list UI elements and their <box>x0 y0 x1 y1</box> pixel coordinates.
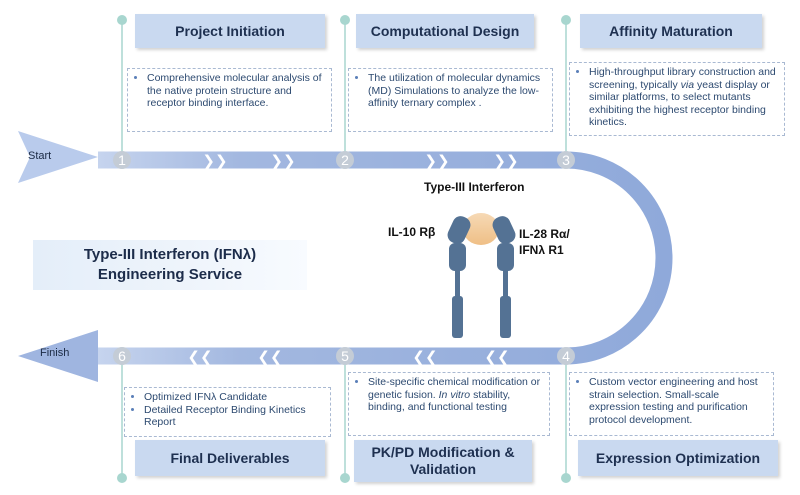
service-title-box: Type-III Interferon (IFNλ) Engineering S… <box>33 240 307 290</box>
left-receptor-label: IL-10 Rβ <box>388 225 436 239</box>
stage-1-title: Project Initiation <box>135 14 325 48</box>
stage-number: 4 <box>562 348 570 364</box>
flow-arrow: ❯❯ <box>424 152 449 170</box>
stage-3-item: High-throughput library construction and… <box>589 66 779 129</box>
finish-label: Finish <box>40 347 70 359</box>
stage-number: 2 <box>341 152 349 168</box>
stage-6-item: Optimized IFNλ Candidate <box>144 391 325 404</box>
stage-1-description: Comprehensive molecular analysis of the … <box>127 68 332 132</box>
stage-5-item: Site-specific chemical modification or g… <box>368 376 544 414</box>
start-label: Start <box>28 150 52 162</box>
receptor-complex <box>447 213 516 338</box>
stage-6-title: Final Deliverables <box>135 440 325 476</box>
stage-node <box>336 151 354 169</box>
stage-number: 5 <box>341 348 349 364</box>
stage-number: 1 <box>118 152 126 168</box>
stage-5-description: Site-specific chemical modification or g… <box>348 372 550 436</box>
stage-number: 3 <box>562 152 570 168</box>
stage-node <box>113 151 131 169</box>
flow-arrow: ❮❮ <box>257 348 282 366</box>
stage-4-title: Expression Optimization <box>578 440 778 476</box>
stage-4-description: Custom vector engineering and host strai… <box>569 372 774 436</box>
flow-arrow: ❯❯ <box>493 152 518 170</box>
stage-node <box>336 347 354 365</box>
service-title-line1: Type-III Interferon (IFNλ) <box>83 246 257 263</box>
stage-5-title: PK/PD Modification & Validation <box>354 440 532 482</box>
finish-arrow <box>18 330 98 382</box>
u-band <box>98 151 673 365</box>
ligand-shape <box>463 213 499 245</box>
flow-arrow: ❮❮ <box>187 348 212 366</box>
flow-arrow: ❯❯ <box>270 152 295 170</box>
flow-arrow: ❮❮ <box>412 348 437 366</box>
stage-2-item: The utilization of molecular dynamics (M… <box>368 72 547 110</box>
stage-3-description: High-throughput library construction and… <box>569 62 785 136</box>
stage-2-title: Computational Design <box>356 14 534 48</box>
right-receptor-line1: IL-28 Rα/ <box>519 227 570 241</box>
stage-1-item: Comprehensive molecular analysis of the … <box>147 72 326 110</box>
right-receptor-line2: IFNλ R1 <box>519 243 564 257</box>
stage-number: 6 <box>118 348 126 364</box>
stage-2-description: The utilization of molecular dynamics (M… <box>348 68 553 132</box>
connector-dots <box>117 15 571 483</box>
stage-4-item: Custom vector engineering and host strai… <box>589 376 768 426</box>
stage-connectors <box>121 20 567 478</box>
stage-6-description: Optimized IFNλ Candidate Detailed Recept… <box>124 387 331 437</box>
right-receptor-label: IL-28 Rα/ IFNλ R1 <box>519 226 570 258</box>
stage-node <box>113 347 131 365</box>
flow-arrow: ❮❮ <box>484 348 509 366</box>
stage-6-item: Detailed Receptor Binding Kinetics Repor… <box>144 404 325 429</box>
stage-node <box>557 151 575 169</box>
structure-title: Type-III Interferon <box>424 180 525 194</box>
stage-node <box>557 347 575 365</box>
service-title-line2: Engineering Service <box>97 266 243 283</box>
start-arrow <box>18 131 98 183</box>
flow-arrow: ❯❯ <box>202 152 227 170</box>
stage-3-title: Affinity Maturation <box>580 14 762 48</box>
